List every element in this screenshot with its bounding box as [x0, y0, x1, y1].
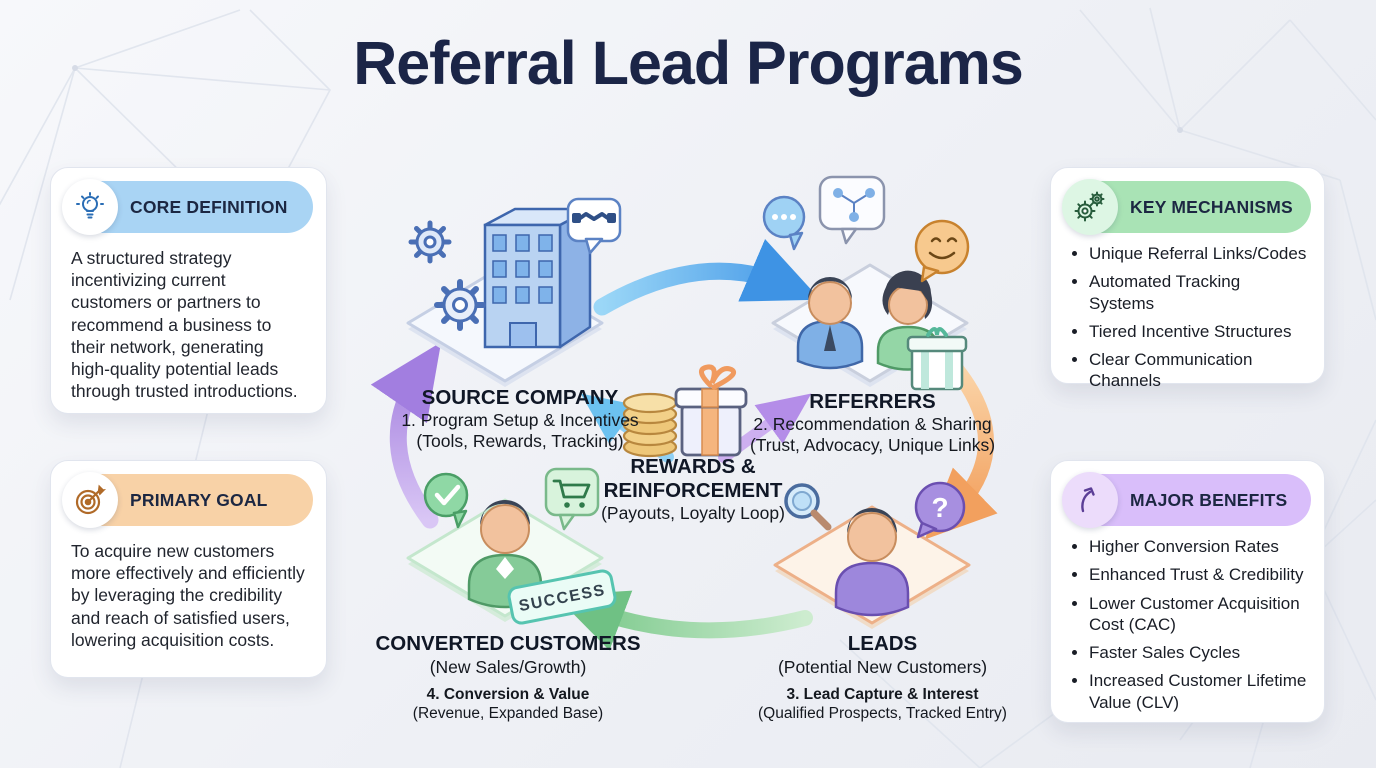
node-step: 3. Lead Capture & Interest: [786, 685, 979, 703]
major-benefits-title: MAJOR BENEFITS: [1130, 489, 1288, 510]
node-detail: (Trust, Advocacy, Unique Links): [749, 434, 996, 455]
target-icon: [62, 472, 118, 528]
node-detail: (Revenue, Expanded Base): [412, 704, 604, 722]
source-company-label: SOURCE COMPANY 1. Program Setup & Incent…: [370, 386, 670, 452]
leads-illustration: ?: [773, 481, 971, 629]
node-title: LEADS: [847, 632, 918, 655]
node-step: 4. Conversion & Value: [426, 685, 590, 703]
list-item: Enhanced Trust & Credibility: [1089, 564, 1308, 585]
arrow-referrers-to-leads: [924, 354, 998, 540]
lead-person-avatar: [834, 508, 910, 617]
node-title: REINFORCEMENT: [603, 478, 783, 502]
cart-bubble-icon: [544, 467, 600, 531]
referrers-label: REFERRERS 2. Recommendation & Sharing (T…: [725, 390, 1020, 456]
major-benefits-list: Higher Conversion Rates Enhanced Trust &…: [1071, 536, 1308, 713]
arrow-source-to-referrers: [593, 239, 821, 316]
arrow-leads-to-converted: [555, 590, 813, 651]
chat-dots-bubble-icon: [762, 195, 806, 251]
major-benefits-card: MAJOR BENEFITS Higher Conversion Rates E…: [1050, 460, 1325, 723]
primary-goal-title: PRIMARY GOAL: [130, 489, 268, 510]
converted-customers-label: CONVERTED CUSTOMERS (New Sales/Growth) 4…: [358, 632, 658, 723]
core-definition-header: CORE DEFINITION: [62, 179, 313, 235]
core-definition-card: CORE DEFINITION A structured strategy in…: [50, 167, 327, 414]
list-item: Increased Customer Lifetime Value (CLV): [1089, 670, 1308, 713]
list-item: Clear Communication Channels: [1089, 349, 1308, 392]
node-subtitle: (New Sales/Growth): [429, 656, 587, 677]
magnifier-icon: [784, 483, 832, 531]
success-badge: SUCCESS: [507, 569, 617, 625]
key-mechanisms-card: KEY MECHANISMS Unique Referral Links/Cod…: [1050, 167, 1325, 390]
node-detail: (Tools, Rewards, Tracking): [416, 430, 624, 451]
converted-customers-illustration: SUCCESS: [406, 467, 617, 625]
arrow-converted-to-source: [370, 342, 442, 529]
gears-icon: [1062, 179, 1118, 235]
primary-goal-header: PRIMARY GOAL: [62, 472, 313, 528]
list-item: Automated Tracking Systems: [1089, 271, 1308, 314]
key-mechanisms-title: KEY MECHANISMS: [1130, 196, 1293, 217]
node-step: 2. Recommendation & Sharing: [753, 413, 992, 434]
node-detail: (Qualified Prospects, Tracked Entry): [758, 704, 1007, 722]
referrers-illustration: [762, 175, 970, 391]
lightbulb-icon: [62, 179, 118, 235]
source-company-illustration: [406, 197, 622, 387]
rewards-reinforcement-label: REWARDS & REINFORCEMENT (Payouts, Loyalt…: [577, 455, 809, 524]
list-item: Lower Customer Acquisition Cost (CAC): [1089, 593, 1308, 636]
node-title: CONVERTED CUSTOMERS: [375, 632, 641, 655]
referral-cycle-diagram: ? SUCCESS: [370, 175, 998, 651]
gift-reward-icon: [674, 364, 748, 457]
list-item: Unique Referral Links/Codes: [1089, 243, 1308, 264]
question-bubble-icon: ?: [914, 481, 966, 539]
node-step: 1. Program Setup & Incentives: [401, 409, 639, 430]
gear-icon: [434, 279, 486, 331]
network-bubble-icon: [818, 175, 886, 245]
smiley-bubble-icon: [914, 219, 970, 283]
node-title: SOURCE COMPANY: [421, 386, 619, 409]
referrer-man-avatar: [796, 277, 864, 370]
node-detail: (Payouts, Loyalty Loop): [601, 503, 785, 524]
node-subtitle: (Potential New Customers): [777, 656, 988, 677]
core-definition-body: A structured strategy incentivizing curr…: [71, 248, 298, 402]
growth-arrow-icon: [1062, 472, 1118, 528]
node-title: REFERRERS: [809, 390, 936, 413]
key-mechanisms-header: KEY MECHANISMS: [1062, 179, 1311, 235]
handshake-bubble-icon: [566, 197, 622, 255]
list-item: Tiered Incentive Structures: [1089, 321, 1308, 342]
gear-icon: [408, 220, 452, 264]
rewards-center-illustration: [622, 364, 748, 458]
leads-label: LEADS (Potential New Customers) 3. Lead …: [735, 632, 1030, 723]
question-mark: ?: [931, 492, 948, 523]
coins-stack-icon: [622, 392, 678, 458]
list-item: Faster Sales Cycles: [1089, 642, 1308, 663]
checkmark-bubble-icon: [423, 472, 469, 529]
gift-box-icon: [906, 327, 968, 391]
list-item: Higher Conversion Rates: [1089, 536, 1308, 557]
node-title: REWARDS &: [630, 455, 756, 478]
key-mechanisms-list: Unique Referral Links/Codes Automated Tr…: [1071, 243, 1308, 392]
primary-goal-body: To acquire new customers more effectivel…: [71, 541, 305, 650]
major-benefits-header: MAJOR BENEFITS: [1062, 472, 1311, 528]
core-definition-title: CORE DEFINITION: [130, 196, 288, 217]
primary-goal-card: PRIMARY GOAL To acquire new customers mo…: [50, 460, 327, 678]
cycle-arrows: [370, 239, 998, 651]
page-title: Referral Lead Programs: [353, 29, 1024, 97]
